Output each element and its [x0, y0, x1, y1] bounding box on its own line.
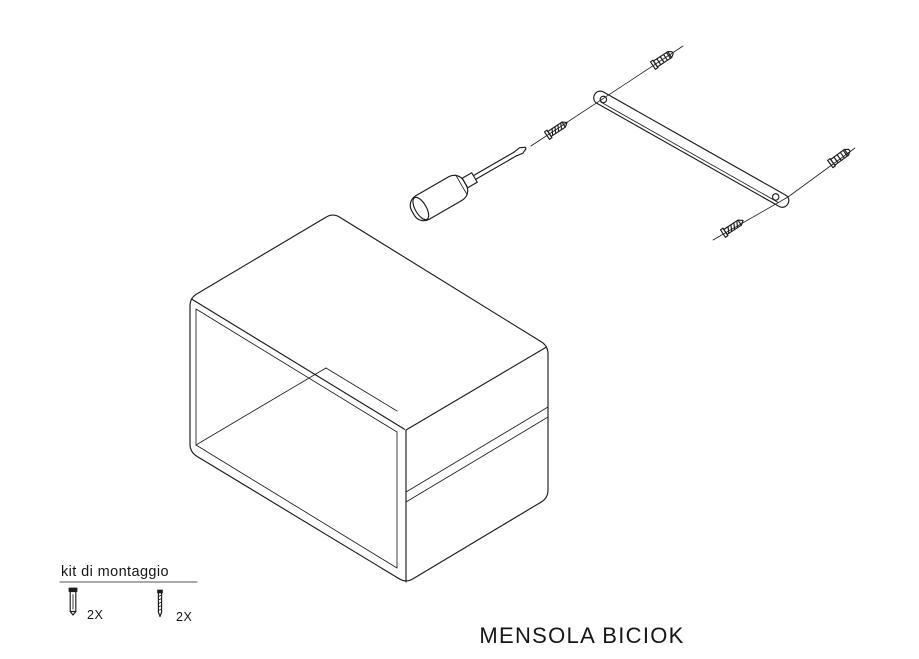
- screwdriver-shaft: [472, 151, 517, 180]
- mounting-rail-body: [593, 90, 790, 208]
- wall-anchor-2-drawing: [827, 146, 853, 169]
- legend-heading: kit di montaggio: [61, 564, 169, 580]
- shelf-interior-edges: [195, 308, 398, 569]
- screwdriver-handle-butt: [412, 196, 430, 221]
- screwdriver-ferrule: [461, 172, 478, 189]
- shelf-front-right-edge: [405, 346, 548, 431]
- screwdriver-drawing: [409, 146, 527, 222]
- mounting-kit-legend: [59, 581, 198, 618]
- shelf-bottom-panel-line-2: [405, 416, 549, 503]
- mounting-rail-hole-right: [771, 193, 780, 201]
- legend-quantity-anchor: 2X: [87, 608, 103, 622]
- axis-line-left: [530, 45, 684, 147]
- shelf-top-front-edge: [190, 298, 406, 430]
- screwdriver-handle: [409, 174, 469, 222]
- screwdriver-tip: [513, 146, 527, 157]
- shelf-outline: [189, 214, 549, 582]
- drawing-title: MENSOLA BICIOK: [479, 623, 684, 648]
- legend-quantity-screw: 2X: [176, 610, 192, 624]
- mounting-rail-edge-line: [600, 101, 779, 203]
- shelf-box-drawing: [189, 214, 549, 583]
- screw-icon: [157, 589, 163, 618]
- shelf-bottom-panel-line-1: [405, 406, 549, 493]
- mounting-rail-drawing: [593, 90, 790, 208]
- screw-2-drawing: [719, 216, 747, 238]
- wall-anchor-icon: [68, 587, 78, 616]
